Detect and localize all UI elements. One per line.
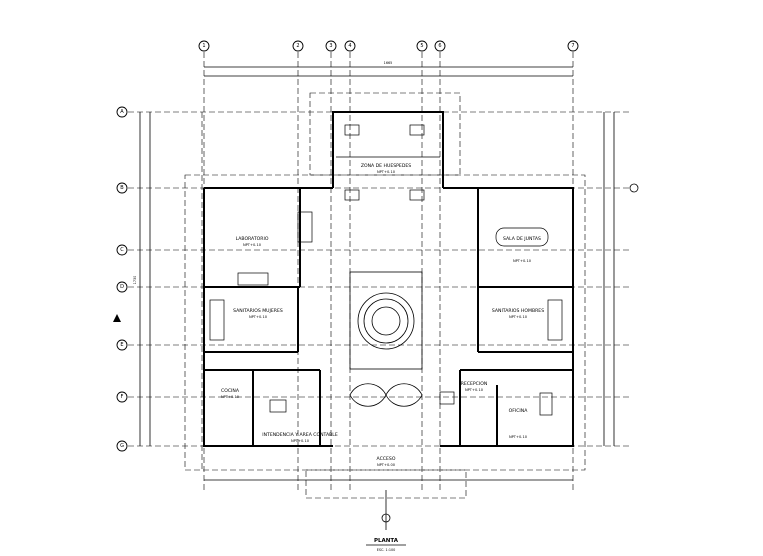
dimension-lines: 1665 1730 [133,61,615,481]
axis-label-4: 4 [348,43,351,49]
axis-label-e: E [120,342,123,348]
room-name-intendencia: INTENDENCIA Y AREA CONTABLE [262,432,338,438]
room-name-cocina: COCINA [221,388,240,394]
axis-bubbles-top: 1 2 3 4 5 6 7 [198,40,579,52]
room-name-laboratorio: LABORATORIO [236,236,269,242]
axis-label-a: A [120,109,124,115]
axis-label-1: 1 [202,43,205,49]
room-name-zona-huespedes: ZONA DE HUESPEDES [361,163,411,169]
axis-label-5: 5 [420,43,423,49]
room-level-sanitarios-mujeres: NPT+0.10 [249,315,268,319]
room-name-acceso: ACCESO [377,456,396,462]
room-name-sanitarios-hombres: SANITARIOS HOMBRES [492,308,544,314]
section-markers [113,183,639,530]
room-level-acceso: NPT+0.00 [377,463,396,467]
drawing-title: PLANTA ESC. 1:100 [366,538,406,552]
axis-label-c: C [120,247,124,253]
axis-bubbles-left: A B C D E F G [116,106,128,452]
overall-width-dimension: 1665 [384,61,393,65]
room-name-sanitarios-mujeres: SANITARIOS MUJERES [233,308,283,314]
room-level-cocina: NPT+0.10 [221,395,240,399]
axis-label-f: F [121,394,124,400]
axis-label-g: G [120,443,124,449]
room-level-zona-huespedes: NPT+0.10 [377,170,396,174]
room-level-sanitarios-hombres: NPT+0.10 [509,315,528,319]
room-level-recepcion: NPT+0.10 [465,388,484,392]
walls [203,111,574,447]
room-name-sala-juntas: SALA DE JUNTAS [503,236,541,242]
plan-scale: ESC. 1:100 [377,548,396,552]
room-labels: ZONA DE HUESPEDES NPT+0.10 LABORATORIO N… [221,163,544,467]
room-name-oficina: OFICINA [509,408,529,414]
axis-label-2: 2 [296,43,299,49]
axis-label-3: 3 [329,43,332,49]
plan-title: PLANTA [374,538,399,544]
room-level-laboratorio: NPT+0.10 [243,243,262,247]
overall-height-dimension: 1730 [133,276,137,285]
site-outline [184,92,586,499]
room-level-oficina: NPT+0.10 [509,435,528,439]
axis-label-7: 7 [571,43,574,49]
axis-label-b: B [120,185,124,191]
furniture [209,124,563,416]
axis-label-6: 6 [438,43,441,49]
room-level-intendencia: NPT+0.10 [291,439,310,443]
room-name-recepcion: RECEPCION [461,381,488,387]
room-level-sala-juntas: NPT+0.10 [513,259,532,263]
axis-label-d: D [120,284,124,290]
